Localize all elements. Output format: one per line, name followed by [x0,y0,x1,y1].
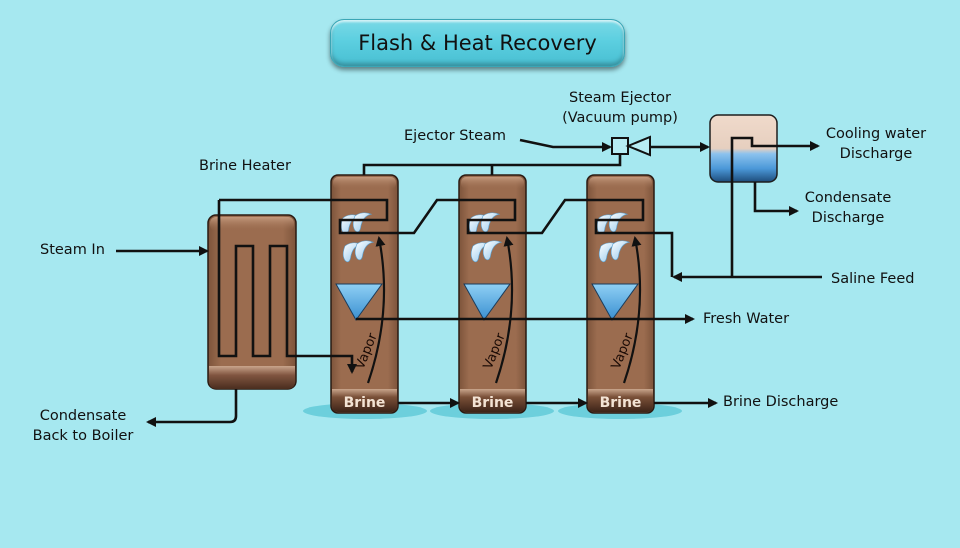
stage1-coil-pipe [219,198,389,235]
brine-heater-label: Brine Heater [199,158,291,174]
brine-label: Brine [600,395,642,411]
steam-ejector-line1: Steam Ejector [568,90,672,106]
cooling-water-line1: Cooling water [825,126,927,142]
heater-tube-bundle [217,200,289,358]
pipe-network [116,136,822,427]
saline-feed-label: Saline Feed [831,271,915,287]
heater-to-stage1-pipe [288,354,357,374]
cooling-water-line2: Discharge [839,146,913,162]
condensate-back-label: Condensate Back to Boiler [24,406,142,446]
condensate-discharge-label: Condensate Discharge [798,188,898,228]
steam-ejector [611,135,651,157]
page-title: Flash & Heat Recovery [358,31,597,55]
stage2-coil-pipe [352,198,517,235]
title-banner: Flash & Heat Recovery [330,19,625,67]
brine-discharge-label: Brine Discharge [723,394,839,410]
brine-pool [588,389,653,412]
steam-ejector-label: Steam Ejector (Vacuum pump) [554,88,686,128]
distillate-tray-icon [335,283,383,321]
condenser [709,114,778,183]
distillate-tray-icon [591,283,639,321]
condensate-discharge-line2: Discharge [811,210,885,226]
condensate-back-line1: Condensate [39,408,127,424]
saline-feed-coil-pipe [608,231,674,277]
vapor-flow-arrow [366,236,386,384]
brine-pool [332,389,397,412]
cooling-water-label: Cooling water Discharge [824,124,928,164]
brine-pool [460,389,525,412]
condensate-back-pipe [146,389,238,427]
condensate-discharge-pipe [753,182,799,216]
distillate-tray-icon [463,283,511,321]
vapor-flow-arrow [622,236,642,384]
condensate-discharge-line1: Condensate [804,190,892,206]
condensate-back-line2: Back to Boiler [32,428,134,444]
steam-in-label: Steam In [40,242,105,258]
brine-label: Brine [344,395,386,411]
fresh-water-label: Fresh Water [703,311,790,327]
vapor-flow-arrow [494,236,514,384]
steam-ejector-line2: (Vacuum pump) [562,110,678,126]
ejector-steam-pipe [519,138,612,152]
brine-label: Brine [472,395,514,411]
ejector-steam-label: Ejector Steam [404,128,507,144]
stage3-coil-pipe [480,198,645,235]
cooling-water-pipe [730,136,820,277]
